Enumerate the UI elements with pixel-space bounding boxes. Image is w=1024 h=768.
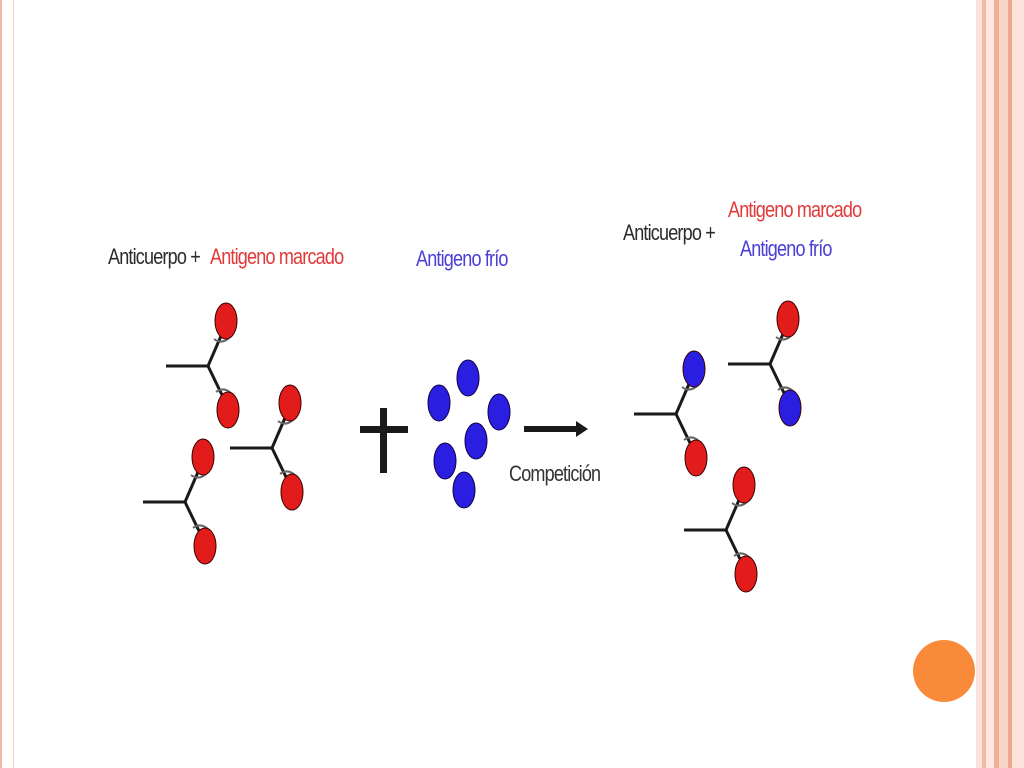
cold-antigen-label: Antigeno frío <box>416 246 508 271</box>
antibody-after-2 <box>728 300 802 427</box>
free-cold-antigen-2 <box>427 384 451 422</box>
right-cold-antigen-label: Antigeno frío <box>740 236 832 261</box>
right-arrow <box>524 421 588 437</box>
free-cold-antigen-3 <box>487 393 511 431</box>
labeled-antigen-dot <box>278 384 302 422</box>
free-cold-antigen-5 <box>433 442 457 480</box>
cold-antigen-dot <box>682 350 706 388</box>
labeled-antigen-dot <box>732 466 756 504</box>
labeled-antigen-dot <box>193 527 217 565</box>
antibody-after-3 <box>684 466 758 593</box>
labeled-antigen-dot <box>776 300 800 338</box>
plus-sign <box>360 408 408 473</box>
labeled-antigen-dot <box>216 391 240 429</box>
free-cold-antigen-1 <box>456 359 480 397</box>
right-antibody-label: Anticuerpo + <box>623 220 716 245</box>
antibody-before-2 <box>230 384 304 511</box>
labeled-antigen-dot <box>734 555 758 593</box>
antibody-before-3 <box>143 438 217 565</box>
labeled-antigen-dot <box>214 302 238 340</box>
slide-right-border <box>976 0 1024 768</box>
antibody-before-1 <box>166 302 240 429</box>
competition-label: Competición <box>509 461 601 486</box>
left-labeled-antigen-label: Antigeno marcado <box>210 244 344 269</box>
right-labeled-antigen-label: Antigeno marcado <box>728 197 862 222</box>
labeled-antigen-dot <box>191 438 215 476</box>
labeled-antigen-dot <box>684 439 708 477</box>
antibody-after-1 <box>634 350 708 477</box>
cold-antigen-dot <box>778 389 802 427</box>
slide-left-border <box>0 0 14 768</box>
left-antibody-label: Anticuerpo + <box>108 244 201 269</box>
labeled-antigen-dot <box>280 473 304 511</box>
free-cold-antigen-4 <box>464 422 488 460</box>
slide-accent-dot <box>913 640 975 702</box>
free-cold-antigen-6 <box>452 471 476 509</box>
